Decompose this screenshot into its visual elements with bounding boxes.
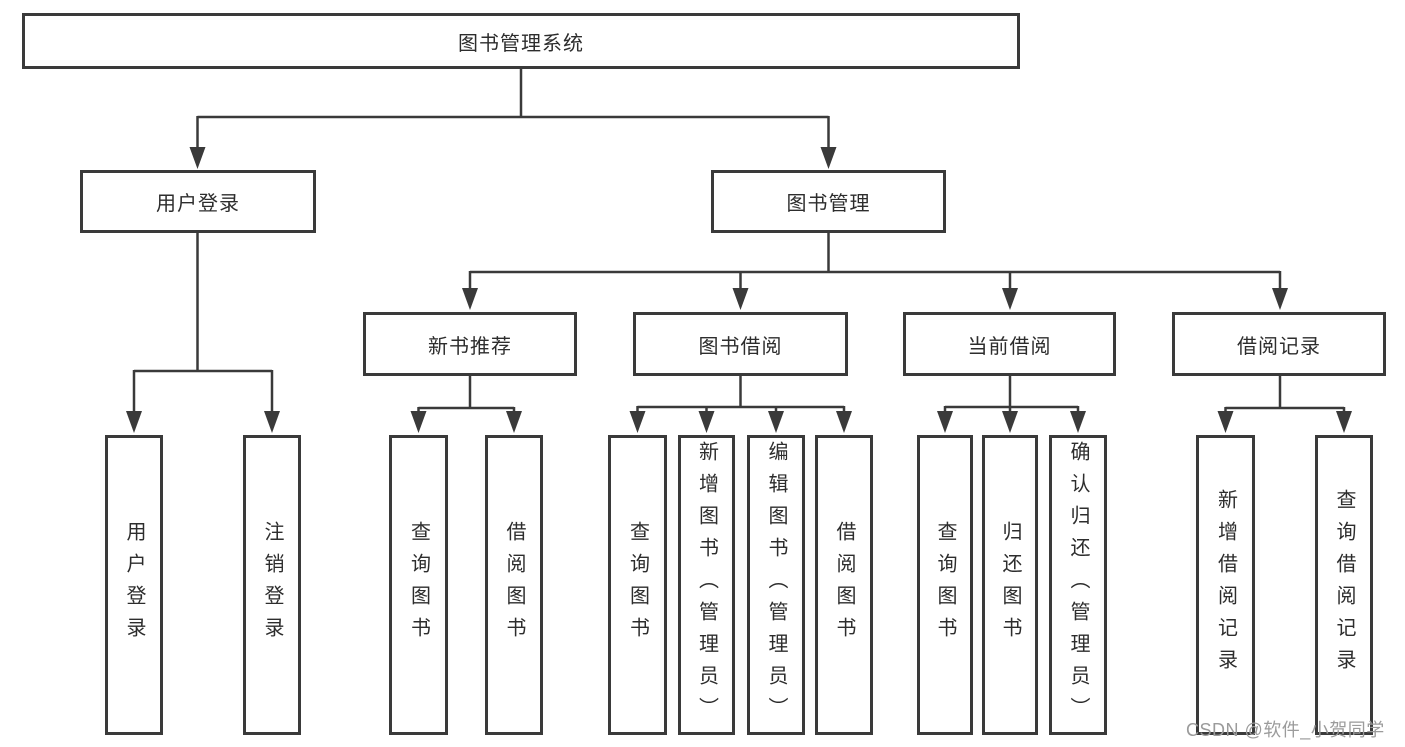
node-book-management: 图书管理 — [711, 170, 946, 233]
leaf-edit-book-admin: 编辑图书（管理员） — [747, 435, 805, 735]
leaf-query-borrow-record: 查询借阅记录 — [1315, 435, 1373, 735]
node-current-borrow: 当前借阅 — [903, 312, 1116, 376]
node-user-login: 用户登录 — [80, 170, 316, 233]
leaf-logout: 注销登录 — [243, 435, 301, 735]
watermark-text: CSDN @软件_小贺同学 — [1186, 720, 1385, 740]
node-borrow-records: 借阅记录 — [1172, 312, 1386, 376]
leaf-borrow-books-2: 借阅图书 — [815, 435, 873, 735]
leaf-query-books-3: 查询图书 — [917, 435, 973, 735]
leaf-confirm-return-admin: 确认归还（管理员） — [1049, 435, 1107, 735]
arrowheads — [126, 147, 1352, 433]
leaf-query-books-1: 查询图书 — [389, 435, 448, 735]
leaf-add-book-admin: 新增图书（管理员） — [678, 435, 735, 735]
leaf-return-book: 归还图书 — [982, 435, 1038, 735]
leaf-borrow-books-1: 借阅图书 — [485, 435, 543, 735]
leaf-user-login: 用户登录 — [105, 435, 163, 735]
leaf-query-books-2: 查询图书 — [608, 435, 667, 735]
node-new-book-recommend: 新书推荐 — [363, 312, 577, 376]
node-library-system: 图书管理系统 — [22, 13, 1020, 69]
leaf-add-borrow-record: 新增借阅记录 — [1196, 435, 1255, 735]
node-book-borrow: 图书借阅 — [633, 312, 848, 376]
